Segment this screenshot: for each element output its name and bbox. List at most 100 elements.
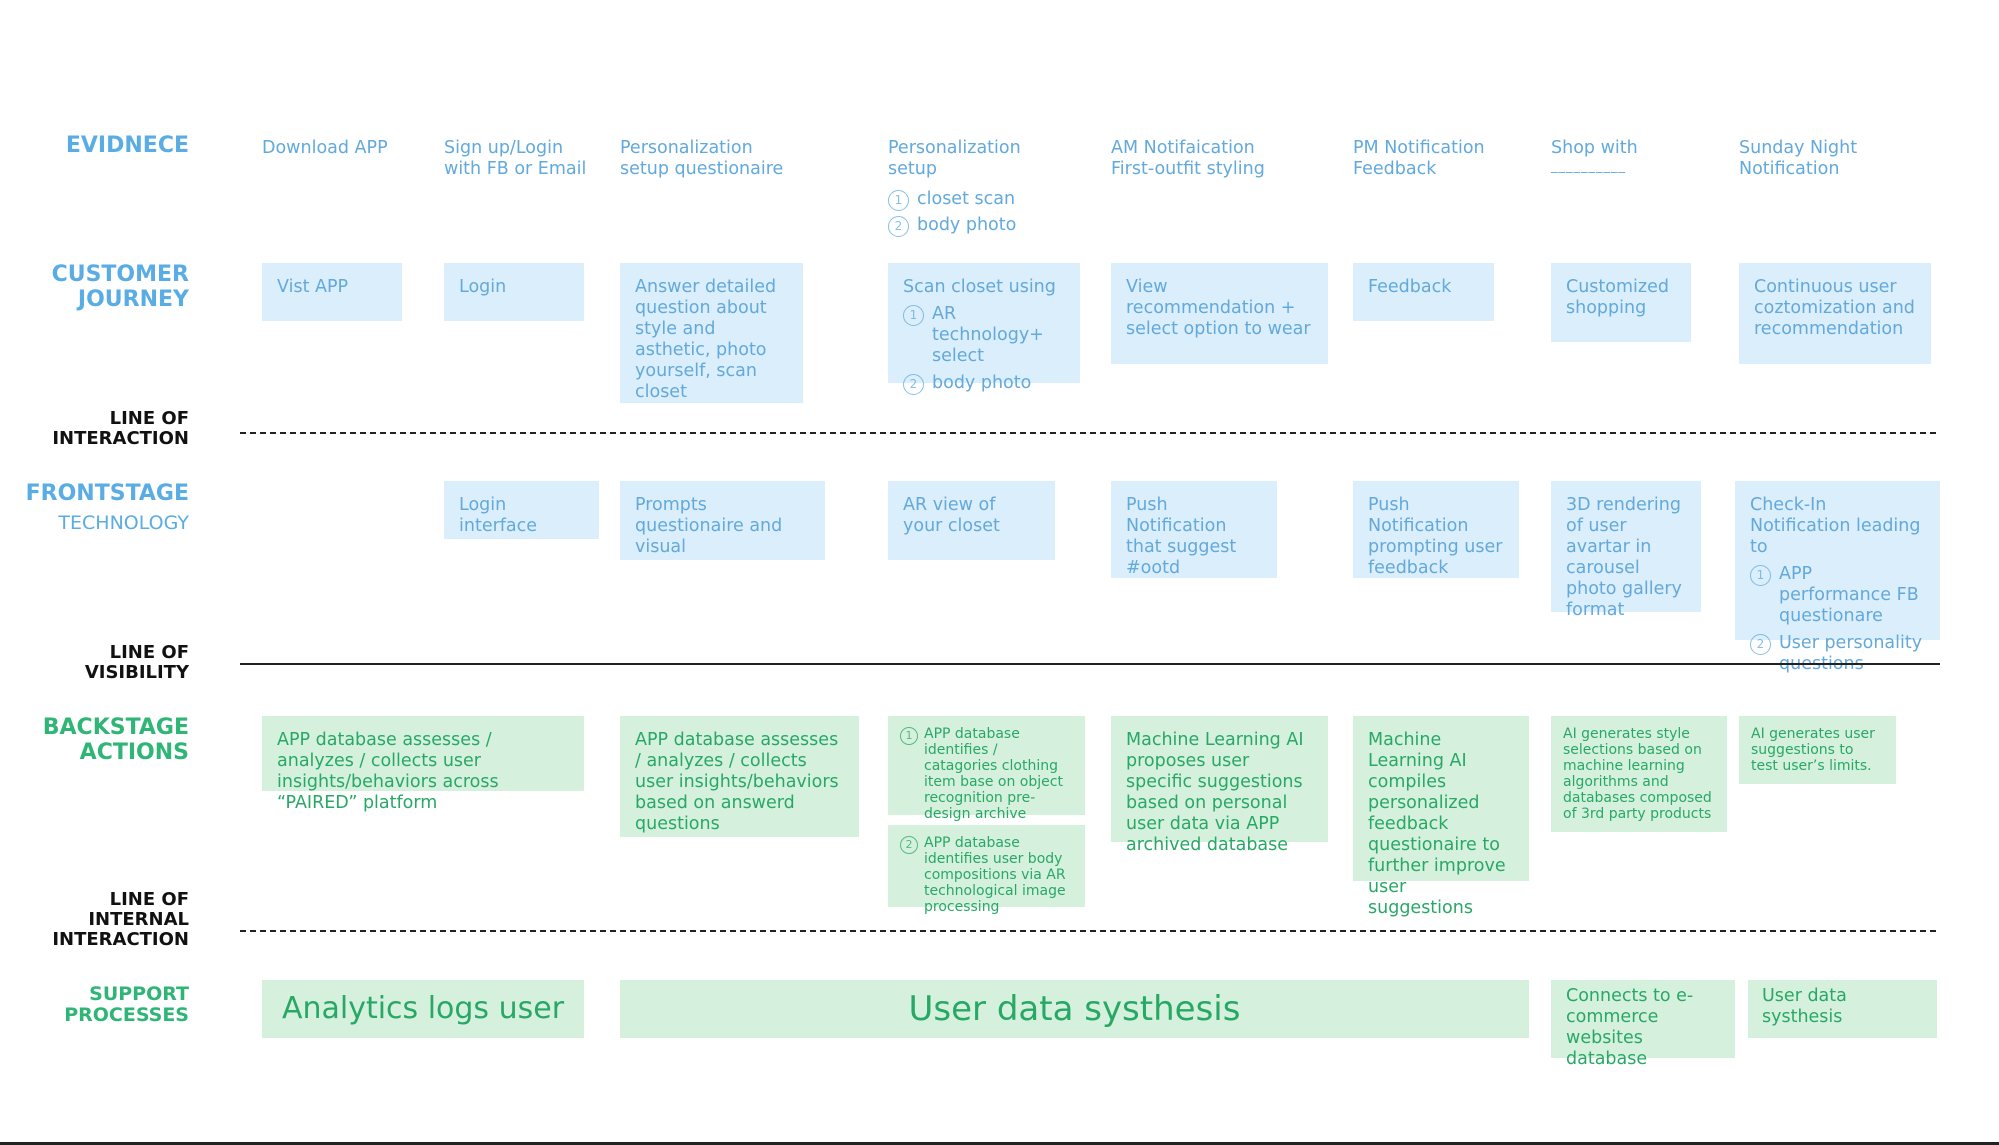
journey-card: Login — [444, 263, 584, 321]
journey-text: Feedback — [1368, 277, 1452, 297]
journey-text: View recommendation + select option to w… — [1126, 277, 1311, 339]
row-label-line: SUPPORT — [89, 983, 189, 1005]
journey-card: Feedback — [1353, 263, 1494, 321]
support-text: User data systhesis — [908, 988, 1241, 1029]
row-label-frontstage: FRONTSTAGE TECHNOLOGY — [25, 481, 189, 534]
support-card: Analytics logs user — [262, 980, 584, 1038]
journey-card: Answer detailed question about style and… — [620, 263, 803, 403]
frontstage-text: Prompts questionaire and visual — [635, 495, 783, 557]
frontstage-list-item: 2 User personality questions — [1750, 633, 1925, 675]
journey-text: Vist APP — [277, 277, 349, 297]
backstage-text: AI generates user suggestions to test us… — [1751, 726, 1875, 775]
frontstage-text: AR view of your closet — [903, 495, 1000, 536]
frontstage-list-text: User personality questions — [1779, 633, 1923, 674]
evidence-item: Personalization setup 1 closet scan 2 bo… — [888, 138, 1021, 237]
row-label-line: VISIBILITY — [84, 662, 189, 684]
frontstage-card: Prompts questionaire and visual — [620, 481, 825, 560]
row-label-line: LINE OF — [109, 889, 189, 910]
line-of-visibility — [240, 663, 1940, 665]
frontstage-text: Push Notification that suggest #ootd — [1126, 495, 1237, 578]
number-1-icon: 1 — [903, 305, 924, 326]
journey-card: Customized shopping — [1551, 263, 1691, 342]
frontstage-text: Push Notification prompting user feedbac… — [1368, 495, 1503, 578]
row-label-line: PROCESSES — [64, 1004, 189, 1027]
backstage-list-item: 2 APP database identifies user body comp… — [900, 835, 1073, 915]
number-1-icon: 1 — [1750, 565, 1771, 586]
backstage-card: APP database assesses / analyzes / colle… — [620, 716, 859, 837]
row-label-line-of-interaction: LINE OF INTERACTION — [52, 408, 189, 450]
support-card: User data systhesis — [620, 980, 1529, 1038]
row-label-line: LINE OF — [109, 408, 189, 429]
journey-text: Continuous user coztomization and recomm… — [1754, 277, 1915, 339]
row-label-line: ACTIONS — [79, 739, 189, 765]
frontstage-text: Login interface — [459, 495, 538, 536]
row-label-line: INTERACTION — [52, 428, 189, 450]
evidence-text: First-outfit styling — [1111, 159, 1265, 180]
frontstage-list-item: 1 APP performance FB questionare — [1750, 564, 1925, 627]
evidence-list-text: body photo — [917, 214, 1017, 235]
number-1-icon: 1 — [900, 727, 918, 745]
backstage-text: Machine Learning AI proposes user specif… — [1126, 730, 1304, 855]
backstage-card: 1 APP database identifies / catagories c… — [888, 716, 1085, 822]
journey-list-text: AR technology+ select — [932, 304, 1044, 366]
number-2-icon: 2 — [888, 215, 909, 237]
evidence-list-item: 1 closet scan — [888, 189, 1021, 211]
backstage-card: AI generates user suggestions to test us… — [1739, 716, 1896, 784]
number-1-icon: 1 — [888, 189, 909, 211]
journey-text: Scan closet using — [903, 277, 1056, 297]
evidence-text: AM Notifaication — [1111, 138, 1255, 158]
frontstage-text: Check-In Notification leading to — [1750, 495, 1921, 557]
journey-text: Answer detailed question about style and… — [635, 277, 777, 402]
number-2-icon: 2 — [903, 374, 924, 395]
evidence-text: Feedback — [1353, 159, 1437, 180]
journey-text: Login — [459, 277, 507, 297]
evidence-item: Shop with __________ — [1551, 138, 1638, 175]
support-card: Connects to e-commerce websites database — [1551, 980, 1735, 1069]
backstage-card: AI generates style selections based on m… — [1551, 716, 1727, 832]
backstage-card: Machine Learning AI proposes user specif… — [1111, 716, 1328, 855]
frontstage-card: AR view of your closet — [888, 481, 1055, 560]
evidence-item: Sunday Night Notification — [1739, 138, 1857, 181]
journey-list-item: 1 AR technology+ select — [903, 304, 1065, 367]
frontstage-card: Push Notification that suggest #ootd — [1111, 481, 1277, 578]
evidence-item: Download APP — [262, 138, 388, 159]
journey-list-text: body photo — [932, 373, 1032, 393]
backstage-text: APP database assesses / analyzes / colle… — [635, 730, 839, 834]
journey-list-item: 2 body photo — [903, 373, 1065, 395]
support-text: User data systhesis — [1762, 986, 1847, 1027]
backstage-text: APP database identifies / catagories clo… — [924, 726, 1063, 823]
row-label-support: SUPPORT PROCESSES — [64, 983, 189, 1027]
evidence-text: Notification — [1739, 159, 1840, 180]
evidence-text: setup questionaire — [620, 159, 784, 180]
number-2-icon: 2 — [900, 836, 918, 854]
evidence-text: with FB or Email — [444, 159, 587, 180]
row-label-line: LINE OF — [109, 642, 189, 663]
line-of-internal-interaction — [240, 930, 1936, 932]
evidence-list-item: 2 body photo — [888, 215, 1021, 237]
frontstage-list-text: APP performance FB questionare — [1779, 564, 1919, 626]
journey-card: Scan closet using 1 AR technology+ selec… — [888, 263, 1080, 395]
evidence-text: Shop with — [1551, 138, 1638, 158]
backstage-card: 2 APP database identifies user body comp… — [888, 825, 1085, 915]
frontstage-card: Push Notification prompting user feedbac… — [1353, 481, 1519, 578]
evidence-text: Personalization — [888, 138, 1021, 158]
backstage-text: APP database assesses / analyzes / colle… — [277, 730, 499, 813]
backstage-card: Machine Learning AI compiles personalize… — [1353, 716, 1529, 918]
bottom-border — [0, 1142, 1999, 1145]
evidence-item: Personalization setup questionaire — [620, 138, 783, 181]
evidence-item: Sign up/Login with FB or Email — [444, 138, 586, 181]
row-label-line: FRONTSTAGE — [25, 481, 189, 506]
evidence-text: __________ — [1551, 159, 1626, 175]
line-of-interaction — [240, 432, 1936, 434]
support-text: Connects to e-commerce websites database — [1566, 986, 1694, 1069]
evidence-item: AM Notifaication First-outfit styling — [1111, 138, 1265, 181]
number-2-icon: 2 — [1750, 634, 1771, 655]
row-label-evidence: EVIDNECE — [65, 133, 189, 158]
evidence-text: setup — [888, 159, 937, 180]
journey-card: View recommendation + select option to w… — [1111, 263, 1328, 364]
support-card: User data systhesis — [1748, 980, 1937, 1038]
row-label-line-of-visibility: LINE OF VISIBILITY — [84, 642, 189, 684]
evidence-item: PM Notification Feedback — [1353, 138, 1485, 181]
row-label-customer-journey: CUSTOMER JOURNEY — [52, 262, 189, 312]
frontstage-card: Login interface — [444, 481, 599, 539]
